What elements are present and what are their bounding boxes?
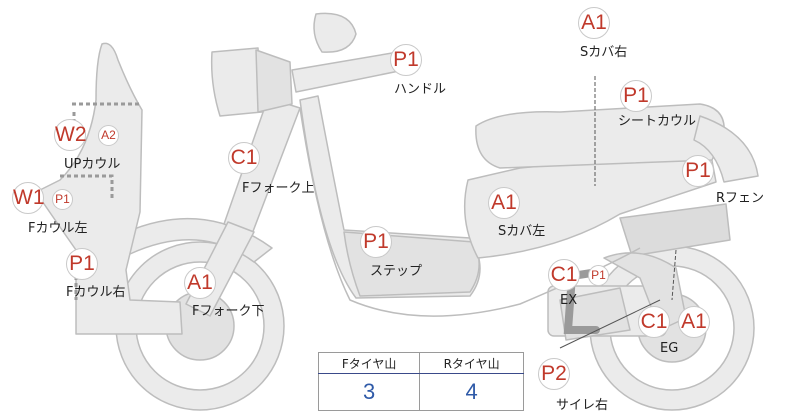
handlebar: [291, 51, 405, 93]
part-label-scover-right: Sカバ右: [580, 45, 628, 60]
muffler: [619, 203, 731, 257]
part-label-rfender: Rフェン: [716, 191, 765, 206]
grade-badge-ffork-lower[interactable]: A1: [184, 267, 216, 299]
part-label-seatcowl: シートカウル: [618, 114, 697, 129]
grade-badge-muffler-right[interactable]: P2: [538, 358, 570, 390]
part-label-fcowl-left: Fカウル左: [28, 221, 88, 236]
part-label-step: ステップ: [370, 264, 423, 279]
grade-badge-step[interactable]: P1: [360, 226, 392, 258]
rear-fender: [693, 115, 759, 183]
rear-tire-header: Rタイヤ山: [419, 352, 524, 374]
part-label-scover-left: Sカバ左: [498, 224, 546, 239]
part-label-handle: ハンドル: [394, 82, 447, 97]
grade-badge-upcowl-2[interactable]: A2: [98, 125, 119, 146]
grade-badge-eg-1[interactable]: C1: [638, 306, 670, 338]
grade-badge-scover-right[interactable]: A1: [578, 7, 610, 39]
grade-badge-seatcowl[interactable]: P1: [620, 80, 652, 112]
grade-badge-fcowl-left-1[interactable]: W1: [12, 182, 45, 214]
seat: [475, 103, 725, 169]
grade-badge-fcowl-right[interactable]: P1: [66, 248, 98, 280]
part-label-eg: EG: [660, 341, 679, 356]
grade-badge-ex-1[interactable]: C1: [548, 259, 580, 291]
grade-badge-fcowl-left-2[interactable]: P1: [52, 189, 73, 210]
part-label-upcowl: UPカウル: [64, 157, 121, 172]
part-label-fcowl-right: Fカウル右: [66, 285, 126, 300]
front-tire-value[interactable]: 3: [317, 373, 421, 411]
front-tire-header: Fタイヤ山: [317, 352, 421, 374]
grade-badge-rfender[interactable]: P1: [682, 155, 714, 187]
mirror: [313, 12, 357, 53]
grade-badge-eg-2[interactable]: A1: [678, 306, 710, 338]
part-label-ffork-upper: Fフォーク上: [242, 181, 315, 196]
grade-badge-handle[interactable]: P1: [390, 44, 422, 76]
rear-tire-value[interactable]: 4: [419, 373, 524, 411]
front-cowl: [35, 42, 183, 335]
part-label-ffork-lower: Fフォーク下: [192, 304, 265, 319]
grade-badge-upcowl-1[interactable]: W2: [54, 119, 87, 151]
tire-tread-table: Fタイヤ山 Rタイヤ山 3 4: [317, 352, 524, 411]
part-label-muffler-right: サイレ右: [556, 398, 609, 413]
grade-badge-scover-left[interactable]: A1: [488, 187, 520, 219]
exhaust-pipe: [563, 268, 602, 334]
grade-badge-ex-2[interactable]: P1: [588, 265, 609, 286]
side-cover: [463, 149, 717, 259]
grade-badge-ffork-upper[interactable]: C1: [228, 142, 260, 174]
part-label-ex: EX: [560, 293, 578, 308]
headlight: [210, 47, 263, 117]
